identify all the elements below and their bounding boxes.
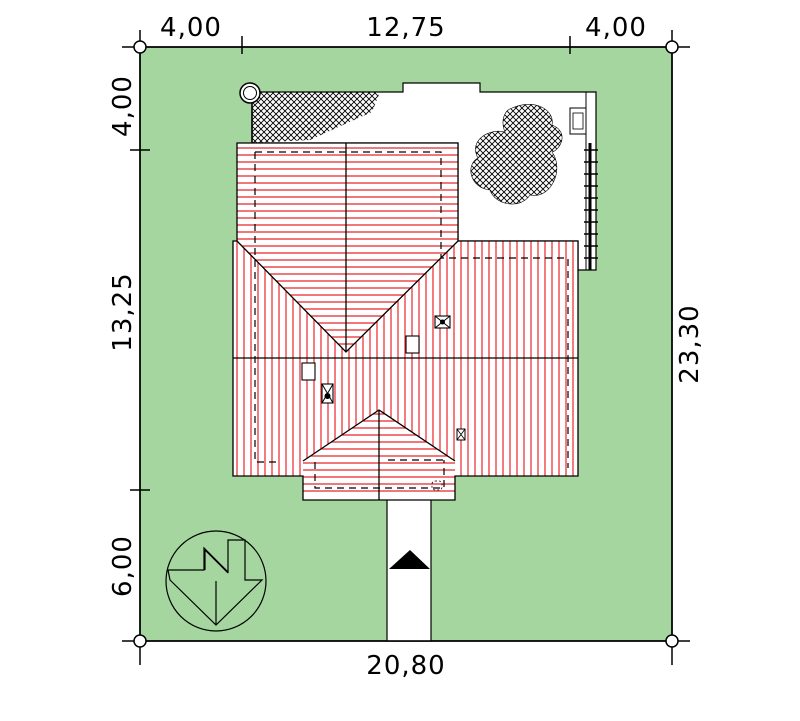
roof [232, 142, 579, 501]
dim-top-right: 4,00 [585, 13, 647, 43]
dim-bottom: 20,80 [366, 651, 445, 681]
dimension-lines [122, 30, 690, 665]
chimney-2 [301, 362, 316, 381]
dim-top-middle: 12,75 [366, 13, 445, 43]
vent-2 [321, 383, 334, 404]
entrance-triangle-icon [389, 550, 430, 569]
dim-top-left: 4,00 [160, 13, 222, 43]
terrace-fixture [569, 107, 587, 135]
driveway [386, 497, 432, 642]
dim-left-top: 4,00 [108, 75, 138, 137]
dimension-nodes [133, 40, 679, 648]
garden-lamp [239, 82, 261, 104]
pergola-hatch [252, 92, 380, 143]
chimney-1 [405, 335, 420, 354]
north-arrow-icon [165, 530, 267, 632]
vent-1 [434, 315, 451, 329]
dim-left-bottom: 6,00 [108, 535, 138, 597]
dim-left-middle: 13,25 [108, 272, 138, 351]
vent-4 [431, 480, 443, 491]
tree-icon [470, 104, 563, 205]
fence [584, 143, 598, 270]
vent-3 [456, 428, 466, 441]
dim-right: 23,30 [675, 304, 705, 383]
